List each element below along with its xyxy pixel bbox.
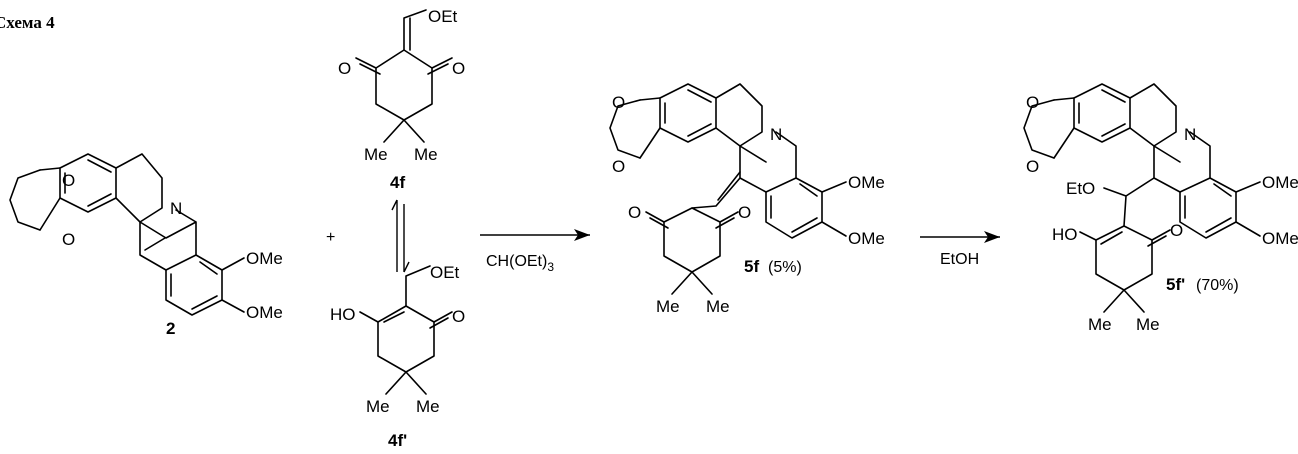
- svg-text:O: O: [62, 230, 75, 249]
- compound-4f-prime: OEt HO O Me Me 4f': [330, 263, 465, 450]
- compound-label: 4f': [388, 431, 407, 450]
- ome-top-label: OMe: [848, 173, 885, 192]
- compound-label: 5f: [744, 257, 759, 276]
- svg-text:O: O: [62, 171, 75, 190]
- compound-label: 4f: [390, 173, 405, 192]
- ome-top-label: OMe: [1262, 173, 1298, 192]
- me-left-label: Me: [366, 397, 390, 416]
- compound-4f: OEt O O Me Me 4f: [338, 7, 465, 192]
- step1-reagent: CH(OEt)3: [486, 253, 554, 274]
- compound-label: 2: [166, 319, 175, 338]
- ho-label: HO: [330, 305, 356, 324]
- me-right-label: Me: [416, 397, 440, 416]
- svg-text:O: O: [1170, 221, 1183, 240]
- svg-text:O: O: [628, 203, 641, 222]
- svg-text:O: O: [452, 59, 465, 78]
- nitrogen-atom: N: [170, 199, 182, 218]
- ome-top-label: OMe: [246, 249, 283, 268]
- compound-5f: O O N OMe OMe O O Me Me 5f (5%): [609, 83, 885, 316]
- me-right-label: Me: [706, 297, 730, 316]
- me-left-label: Me: [364, 145, 388, 164]
- svg-text:O: O: [612, 93, 625, 112]
- svg-text:O: O: [738, 203, 751, 222]
- ome-bottom-label: OMe: [848, 229, 885, 248]
- me-left-label: Me: [656, 297, 680, 316]
- compound-label: 5f': [1166, 275, 1185, 294]
- svg-text:O: O: [612, 157, 625, 176]
- me-right-label: Me: [1136, 315, 1160, 334]
- svg-text:O: O: [1026, 93, 1039, 112]
- me-right-label: Me: [414, 145, 438, 164]
- me-left-label: Me: [1088, 315, 1112, 334]
- scheme-title: Схема 4: [0, 13, 55, 32]
- equilibrium-arrow: [391, 199, 410, 273]
- compound-2: O O N OMe OMe 2: [9, 153, 283, 338]
- oet-label: OEt: [428, 7, 458, 26]
- svg-text:O: O: [1026, 157, 1039, 176]
- ho-label: HO: [1052, 225, 1078, 244]
- plus-sign: +: [326, 229, 335, 246]
- oet-label: OEt: [430, 263, 460, 282]
- reaction-arrow-2: EtOH: [920, 231, 1000, 268]
- nitrogen-atom: N: [1184, 125, 1196, 144]
- svg-text:O: O: [452, 307, 465, 326]
- nitrogen-atom: N: [770, 125, 782, 144]
- eto-label: EtO: [1066, 179, 1095, 198]
- reaction-arrow-1: CH(OEt)3: [480, 229, 590, 274]
- svg-text:O: O: [338, 59, 351, 78]
- ome-bottom-label: OMe: [1262, 229, 1298, 248]
- compound-yield: (70%): [1196, 277, 1239, 294]
- step2-reagent: EtOH: [940, 251, 979, 268]
- compound-yield: (5%): [768, 259, 802, 276]
- ome-bottom-label: OMe: [246, 303, 283, 322]
- compound-5f-prime: O O N OMe OMe EtO HO O Me Me 5f' (70%): [1023, 83, 1298, 334]
